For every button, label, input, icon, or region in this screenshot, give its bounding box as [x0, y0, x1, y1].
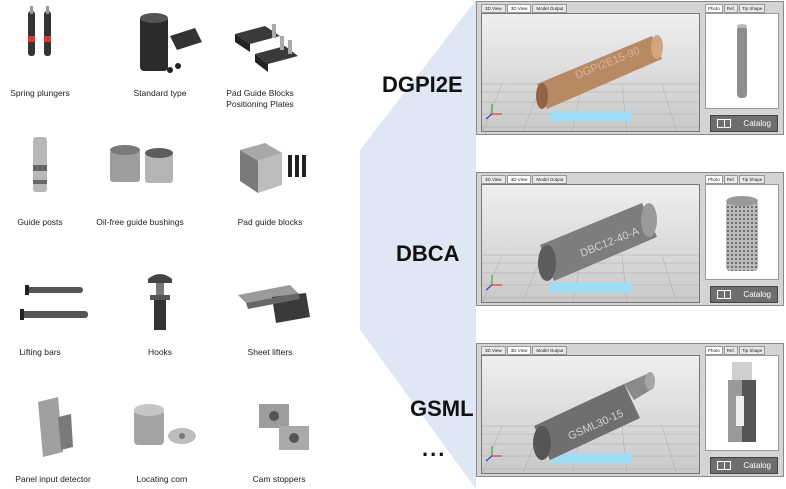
tab-model-output[interactable]: Model Output — [532, 346, 568, 355]
product-oil-free-bushings[interactable]: Oil-free guide bushings — [75, 135, 205, 228]
tab-photo[interactable]: Photo — [705, 175, 723, 184]
product-label: Sheet lifters — [247, 347, 293, 357]
product-cam-stoppers[interactable]: Cam stoppers — [214, 392, 344, 485]
product-photo — [705, 184, 779, 280]
tab-photo[interactable]: Photo — [705, 346, 723, 355]
model-name: DGPI2E — [382, 72, 463, 97]
3d-viewport[interactable]: DGPI2E15-90 — [481, 13, 700, 132]
panel-input-detector-image — [3, 392, 103, 472]
lifting-bars-image — [0, 265, 90, 345]
catalog-button[interactable]: Catalog — [710, 115, 778, 132]
product-pad-guide-blocks[interactable]: Pad guide blocks — [205, 135, 335, 228]
product-label: Guide posts — [17, 217, 63, 227]
product-sheet-lifters[interactable]: Sheet lifters — [205, 265, 335, 358]
pad-guide-plates-image — [210, 6, 310, 86]
3d-viewport[interactable]: GSML30-15 — [481, 355, 700, 474]
tab-3d-view[interactable]: 3D View — [481, 175, 506, 184]
tab-3d-view-active[interactable]: 3D View — [506, 346, 532, 355]
viewer-window-dgpi2e: 3D View 3D View Model Output DGPI2E15-90 — [476, 1, 784, 135]
hooks-image — [110, 265, 210, 345]
catalog-label: Catalog — [743, 461, 771, 470]
tab-tip-shape[interactable]: Tip Shape — [739, 346, 766, 355]
product-locating-corn[interactable]: Locating corn — [97, 392, 227, 485]
catalog-button[interactable]: Catalog — [710, 286, 778, 303]
product-standard-type[interactable]: Standard type — [95, 6, 225, 99]
product-hooks[interactable]: Hooks — [95, 265, 225, 358]
standard-type-image — [110, 6, 210, 86]
3d-viewport[interactable]: DBC12-40-A — [481, 184, 700, 303]
book-icon — [717, 119, 731, 128]
product-photo — [705, 355, 779, 451]
product-label: Locating corn — [136, 474, 188, 484]
catalog-button[interactable]: Catalog — [710, 457, 778, 474]
guide-posts-image — [0, 135, 90, 215]
spring-plungers-image — [0, 6, 90, 86]
tab-photo[interactable]: Photo — [705, 4, 723, 13]
tab-model-output[interactable]: Model Output — [532, 175, 568, 184]
book-icon — [717, 461, 731, 470]
tab-3d-view-active[interactable]: 3D View — [506, 4, 532, 13]
product-photo — [705, 13, 779, 109]
product-label: Pad guide blocks — [237, 217, 303, 227]
viewer-window-dbca: 3D View 3D View Model Output DBC12-40-A — [476, 172, 784, 306]
catalog-label: Catalog — [743, 119, 771, 128]
model-name: GSML — [410, 396, 474, 421]
product-panel-input-detector[interactable]: Panel input detector — [0, 392, 118, 485]
product-label: Spring plungers — [10, 88, 70, 98]
product-pad-guide-plates[interactable]: Pad Guide Blocks Positioning Plates — [195, 6, 325, 110]
product-lifting-bars[interactable]: Lifting bars — [0, 265, 105, 358]
pad-guide-blocks-image — [220, 135, 320, 215]
cam-stoppers-image — [229, 392, 329, 472]
tab-ref[interactable]: Ref. — [723, 4, 739, 13]
more-ellipsis: ... — [422, 436, 447, 461]
product-label: Standard type — [133, 88, 187, 98]
product-spring-plungers[interactable]: Spring plungers — [0, 6, 105, 99]
catalog-label: Catalog — [743, 290, 771, 299]
tab-3d-view[interactable]: 3D View — [481, 4, 506, 13]
tab-model-output[interactable]: Model Output — [532, 4, 568, 13]
product-label: Cam stoppers — [252, 474, 306, 484]
book-icon — [717, 290, 731, 299]
tab-3d-view[interactable]: 3D View — [481, 346, 506, 355]
tab-tip-shape[interactable]: Tip Shape — [739, 4, 766, 13]
locating-corn-image — [112, 392, 212, 472]
oil-free-bushings-image — [90, 135, 190, 215]
model-name: DBCA — [396, 241, 460, 266]
viewer-window-gsml: 3D View 3D View Model Output GSML30-15 — [476, 343, 784, 477]
product-label: Hooks — [147, 347, 173, 357]
product-label: Panel input detector — [15, 474, 91, 484]
tab-ref[interactable]: Ref. — [723, 346, 739, 355]
product-label: Pad Guide Blocks Positioning Plates — [226, 88, 294, 109]
sheet-lifters-image — [220, 265, 320, 345]
tab-tip-shape[interactable]: Tip Shape — [739, 175, 766, 184]
tab-ref[interactable]: Ref. — [723, 175, 739, 184]
product-guide-posts[interactable]: Guide posts — [0, 135, 105, 228]
tab-3d-view-active[interactable]: 3D View — [506, 175, 532, 184]
product-label: Oil-free guide bushings — [96, 217, 184, 227]
product-label: Lifting bars — [19, 347, 61, 357]
